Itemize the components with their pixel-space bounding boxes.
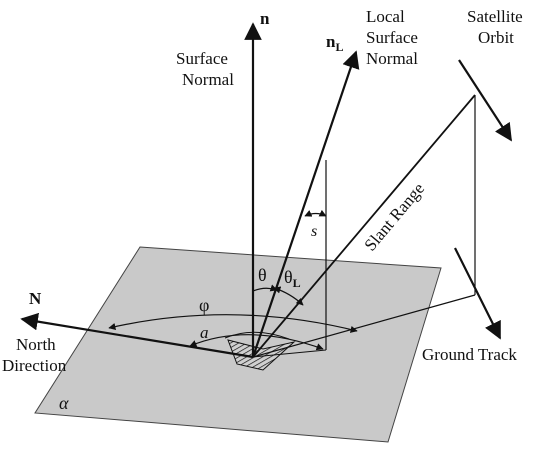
slant-range-line <box>252 94 476 358</box>
s-symbol-label: s <box>311 223 317 240</box>
local-normal-label-line2: Surface <box>366 28 418 47</box>
satellite-orbit-label-line1: Satellite <box>467 7 523 26</box>
local-normal-label-line1: Local <box>366 7 405 26</box>
local-normal-label-line3: Normal <box>366 49 418 68</box>
surface-normal-label-line1: Surface <box>176 49 228 68</box>
north-direction-label-line1: North <box>16 335 56 354</box>
north-direction-label-line2: Direction <box>2 356 67 375</box>
phi-label: φ <box>199 295 209 315</box>
n-symbol-label: n <box>260 9 270 28</box>
north-symbol-label: N <box>29 289 42 308</box>
satellite-orbit-label-line2: Orbit <box>478 28 514 47</box>
theta-label: θ <box>258 265 267 285</box>
ground-dash-line <box>252 349 327 358</box>
satellite-orbit-arrow <box>458 59 512 142</box>
a-arc <box>189 334 324 351</box>
nl-symbol-label: nL <box>326 32 343 54</box>
ground-track-arrow <box>454 247 501 340</box>
local-normal-arrow <box>251 50 360 358</box>
alpha-label: α <box>59 393 69 413</box>
a-symbol-label: a <box>200 323 209 342</box>
surface-normal-label-line2: Normal <box>182 70 234 89</box>
s-arc <box>304 209 327 217</box>
ground-track-label: Ground Track <box>422 345 517 364</box>
north-direction-arrow <box>20 312 254 359</box>
theta-l-arc <box>273 286 304 306</box>
inner-arc <box>224 331 290 340</box>
phi-arc <box>108 314 358 333</box>
theta-l-label: θL <box>284 267 301 290</box>
